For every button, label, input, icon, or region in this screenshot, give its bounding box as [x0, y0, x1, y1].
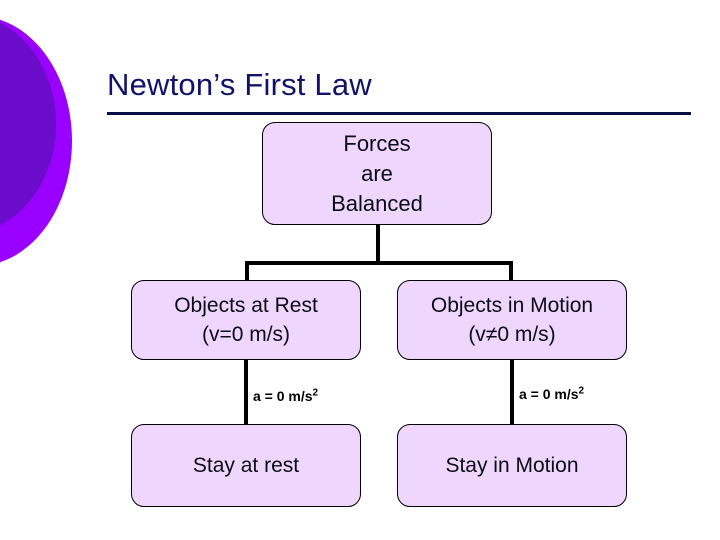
connector-drop-to-objects-in-motion — [509, 261, 513, 283]
connector-drop-to-objects-at-rest — [245, 261, 249, 283]
edge-label-acceleration-left-exponent: 2 — [312, 387, 319, 399]
node-objects-at-rest-line-2: (v=0 m/s) — [201, 323, 291, 346]
node-stay-at-rest: Stay at rest — [131, 424, 361, 507]
edge-label-acceleration-left-text: a = 0 m/s — [253, 388, 313, 404]
node-objects-in-motion-line-2: (v≠0 m/s) — [468, 323, 556, 346]
node-stay-in-motion: Stay in Motion — [397, 424, 627, 507]
node-objects-in-motion-line-1: Objects in Motion — [430, 294, 594, 317]
connector-root-stem — [376, 224, 380, 264]
edge-label-acceleration-right-exponent: 2 — [578, 385, 585, 397]
node-forces-line-2: are — [361, 160, 393, 186]
decorative-purple-ellipse-dark — [0, 13, 56, 235]
decorative-purple-ellipse-light — [0, 16, 72, 266]
title-underline-rule — [107, 112, 691, 115]
edge-label-acceleration-left: a = 0 m/s2 — [253, 387, 318, 405]
node-stay-in-motion-label: Stay in Motion — [445, 454, 579, 477]
connector-rest-to-stay-at-rest — [244, 358, 248, 428]
node-forces-are-balanced: Forces are Balanced — [262, 122, 492, 225]
connector-horizontal-bar — [245, 261, 513, 265]
node-objects-in-motion: Objects in Motion (v≠0 m/s) — [397, 280, 627, 360]
node-stay-at-rest-label: Stay at rest — [192, 454, 300, 477]
node-forces-line-1: Forces — [343, 130, 411, 156]
edge-label-acceleration-right-text: a = 0 m/s — [519, 386, 579, 402]
connector-motion-to-stay-in-motion — [510, 358, 514, 428]
slide-title: Newton’s First Law — [107, 67, 372, 102]
node-objects-at-rest-line-1: Objects at Rest — [174, 294, 318, 317]
edge-label-acceleration-right: a = 0 m/s2 — [519, 385, 584, 403]
node-objects-at-rest: Objects at Rest (v=0 m/s) — [131, 280, 361, 360]
node-forces-line-3: Balanced — [331, 190, 423, 216]
